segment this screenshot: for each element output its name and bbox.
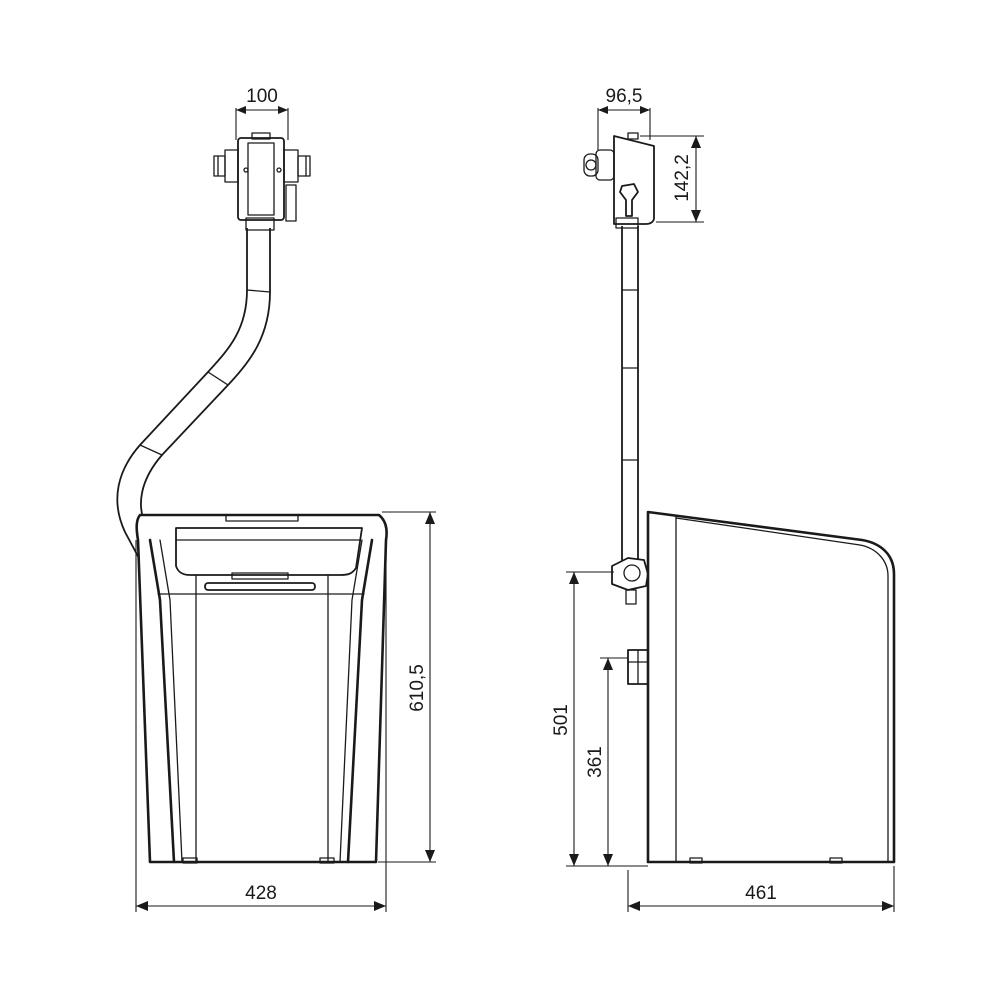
dimension-side-top-width: 96,5 xyxy=(597,86,651,150)
dimension-front-top-width: 100 xyxy=(235,86,289,140)
front-hose xyxy=(116,228,271,561)
front-view xyxy=(116,132,388,864)
dim-label-361: 361 xyxy=(585,746,606,778)
dim-label-428: 428 xyxy=(245,883,277,904)
side-view xyxy=(583,132,896,864)
dim-label-501: 501 xyxy=(551,704,572,736)
dimension-front-base-width: 428 xyxy=(135,540,387,912)
dimension-side-361: 361 xyxy=(585,657,628,866)
dimension-side-head-height: 142,2 xyxy=(640,135,704,223)
front-housing xyxy=(135,513,388,864)
dimension-side-501: 501 xyxy=(551,571,648,867)
dim-label-100: 100 xyxy=(246,86,278,107)
side-housing xyxy=(646,510,896,864)
dim-label-461: 461 xyxy=(745,883,777,904)
dim-label-96-5: 96,5 xyxy=(606,86,643,107)
front-valve-head xyxy=(213,132,311,231)
dimension-front-height: 610,5 xyxy=(378,511,436,863)
dim-label-610-5: 610,5 xyxy=(407,664,428,712)
dim-label-142-2: 142,2 xyxy=(672,154,693,202)
side-valve-head xyxy=(583,132,655,229)
dimension-side-base-depth: 461 xyxy=(627,866,895,912)
side-lower-valve xyxy=(611,557,649,685)
side-pipe xyxy=(621,226,639,562)
